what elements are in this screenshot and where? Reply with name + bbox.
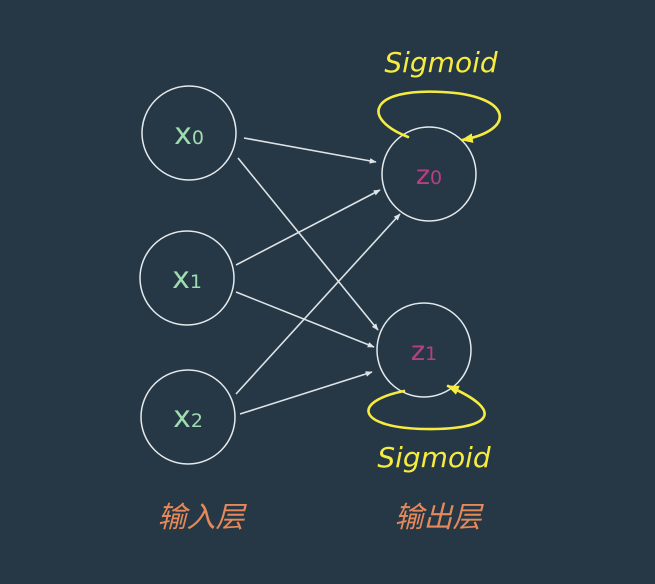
edge-x0-z1	[237, 157, 379, 331]
edge-x2-z0	[235, 213, 401, 395]
edge-x0-z0	[243, 137, 377, 164]
input-node-x0: x0	[141, 85, 237, 181]
node-base: x	[173, 400, 191, 435]
output-node-z1: z1	[376, 302, 472, 398]
input-node-x2: x2	[140, 369, 236, 465]
node-label: x1	[172, 261, 202, 296]
node-base: z	[411, 336, 425, 367]
node-base: x	[174, 117, 192, 152]
input-layer-label: 输入层	[157, 500, 247, 534]
output-node-z0: z0	[381, 126, 477, 222]
node-circle	[140, 369, 236, 465]
activation-label-bottom: Sigmoid	[377, 441, 491, 474]
node-circle	[141, 85, 237, 181]
node-circle	[139, 230, 235, 326]
output-layer-label: 输出层	[394, 500, 484, 534]
node-sub: 1	[425, 343, 437, 365]
edge-x1-z1	[235, 291, 375, 348]
node-circle	[381, 126, 477, 222]
node-base: x	[172, 261, 190, 296]
node-label: x2	[173, 400, 203, 435]
connections	[235, 137, 401, 415]
node-sub: 1	[190, 271, 202, 293]
node-sub: 2	[191, 410, 203, 432]
sigmoid-loop-bottom	[367, 384, 486, 431]
node-label: z0	[416, 160, 442, 191]
sigmoid-loop-top	[377, 90, 502, 143]
node-label: z1	[411, 336, 437, 367]
node-circle	[376, 302, 472, 398]
edge-x2-z1	[239, 371, 373, 415]
node-base: z	[416, 160, 430, 191]
node-sub: 0	[192, 127, 204, 149]
input-node-x1: x1	[139, 230, 235, 326]
edge-x1-z0	[235, 189, 381, 266]
activation-label-top: Sigmoid	[384, 46, 498, 79]
node-sub: 0	[430, 167, 442, 189]
node-label: x0	[174, 117, 204, 152]
